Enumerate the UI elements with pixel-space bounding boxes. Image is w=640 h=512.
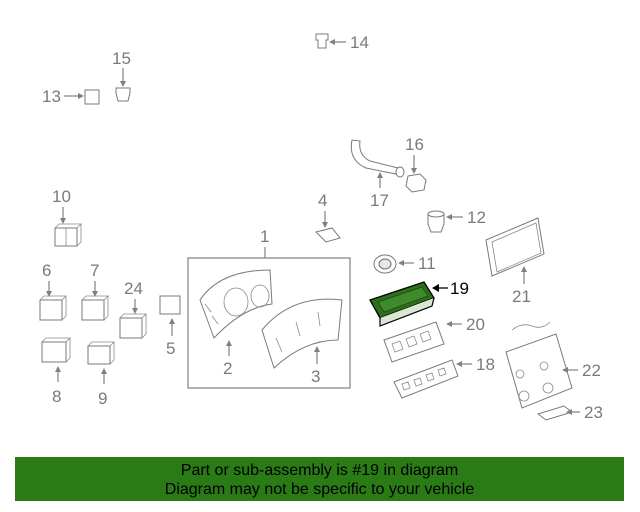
callout-5: 5 (166, 339, 175, 358)
banner-line-1: Part or sub-assembly is #19 in diagram (180, 462, 459, 479)
part-16-sensor: 16 (405, 135, 427, 193)
part-21-display: 21 (485, 217, 545, 306)
callout-22: 22 (582, 361, 601, 380)
callout-19: 19 (450, 279, 469, 298)
part-23-plate: 23 (536, 403, 603, 422)
callout-17: 17 (370, 191, 389, 210)
callout-11: 11 (418, 254, 436, 273)
part-3-lens: 3 (261, 298, 343, 386)
part-7-switch: 7 (81, 261, 109, 321)
part-14-clip: 14 (315, 33, 369, 52)
callout-3: 3 (311, 367, 320, 386)
callout-24: 24 (124, 279, 143, 298)
part-10-switch: 10 (52, 187, 82, 247)
callout-4: 4 (318, 191, 327, 210)
callout-16: 16 (405, 135, 424, 154)
part-12-knob: 12 (427, 208, 486, 233)
callout-14: 14 (350, 33, 369, 52)
part-17-hose: 17 (350, 139, 405, 210)
part-6-switch: 6 (39, 261, 67, 321)
part-5-bracket: 5 (159, 295, 181, 358)
callout-9: 9 (98, 389, 107, 408)
part-1-cluster-assembly: 1 2 3 (187, 227, 351, 389)
banner-line-2: Diagram may not be specific to your vehi… (164, 481, 475, 498)
part-15-clip: 15 (112, 49, 131, 102)
part-20-control-unit: 20 (383, 315, 485, 363)
callout-2: 2 (223, 359, 232, 378)
info-banner: Part or sub-assembly is #19 in diagram D… (15, 457, 624, 501)
part-19-highlighted[interactable]: 19 (369, 279, 469, 327)
callout-18: 18 (476, 355, 495, 374)
part-22-audio-unit: 22 (505, 321, 601, 409)
part-13-clip: 13 (42, 87, 100, 106)
part-9-switch: 9 (87, 341, 115, 408)
part-4-bracket: 4 (315, 191, 341, 243)
callout-20: 20 (466, 315, 485, 334)
part-8-switch: 8 (41, 337, 71, 406)
part-18-switch-panel: 18 (393, 355, 495, 399)
callout-13: 13 (42, 87, 61, 106)
callout-6: 6 (42, 261, 51, 280)
callout-15: 15 (112, 49, 131, 68)
parts-diagram: 14 15 13 16 17 10 4 (39, 33, 603, 422)
callout-1: 1 (260, 227, 269, 246)
callout-21: 21 (512, 287, 531, 306)
callout-7: 7 (90, 261, 99, 280)
callout-8: 8 (52, 387, 61, 406)
callout-23: 23 (584, 403, 603, 422)
part-2-cluster: 2 (199, 269, 273, 378)
part-24-switch: 24 (119, 279, 147, 339)
callout-12: 12 (467, 208, 486, 227)
callout-10: 10 (52, 187, 71, 206)
part-11-bezel: 11 (373, 254, 436, 274)
